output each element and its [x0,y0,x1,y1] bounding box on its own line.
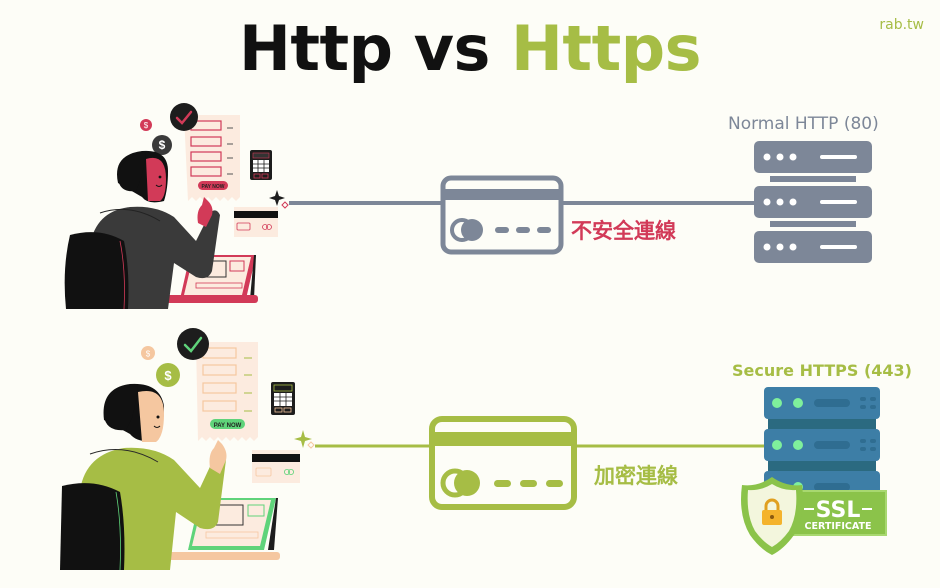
https-server-label: Secure HTTPS (443) [732,361,912,380]
svg-text:$: $ [159,138,166,152]
https-credit-card-icon [429,416,577,510]
svg-text:PAY NOW: PAY NOW [214,423,242,429]
svg-text:$: $ [146,350,151,359]
title-http: Http vs [239,12,512,85]
svg-text:PAY NOW: PAY NOW [202,184,225,190]
title-https: Https [511,12,701,85]
https-user-illustration-icon: PAY NOW $ $ [60,328,315,571]
svg-text:$: $ [164,368,172,383]
brand-label: rab.tw [879,17,924,33]
secure-connection-label: 加密連線 [594,464,678,488]
http-server-rack-icon [754,141,872,263]
http-credit-card-icon [440,175,564,255]
http-user-illustration-icon: PAY NOW $ $ [64,103,289,310]
ssl-certificate-badge-icon: SSL CERTIFICATE [741,477,887,555]
svg-text:SSL: SSL [816,498,861,523]
http-server-label: Normal HTTP (80) [728,114,879,134]
svg-text:CERTIFICATE: CERTIFICATE [805,521,872,532]
insecure-connection-label: 不安全連線 [571,219,676,243]
svg-text:$: $ [144,121,149,130]
page-title: Http vs Https [0,18,940,80]
